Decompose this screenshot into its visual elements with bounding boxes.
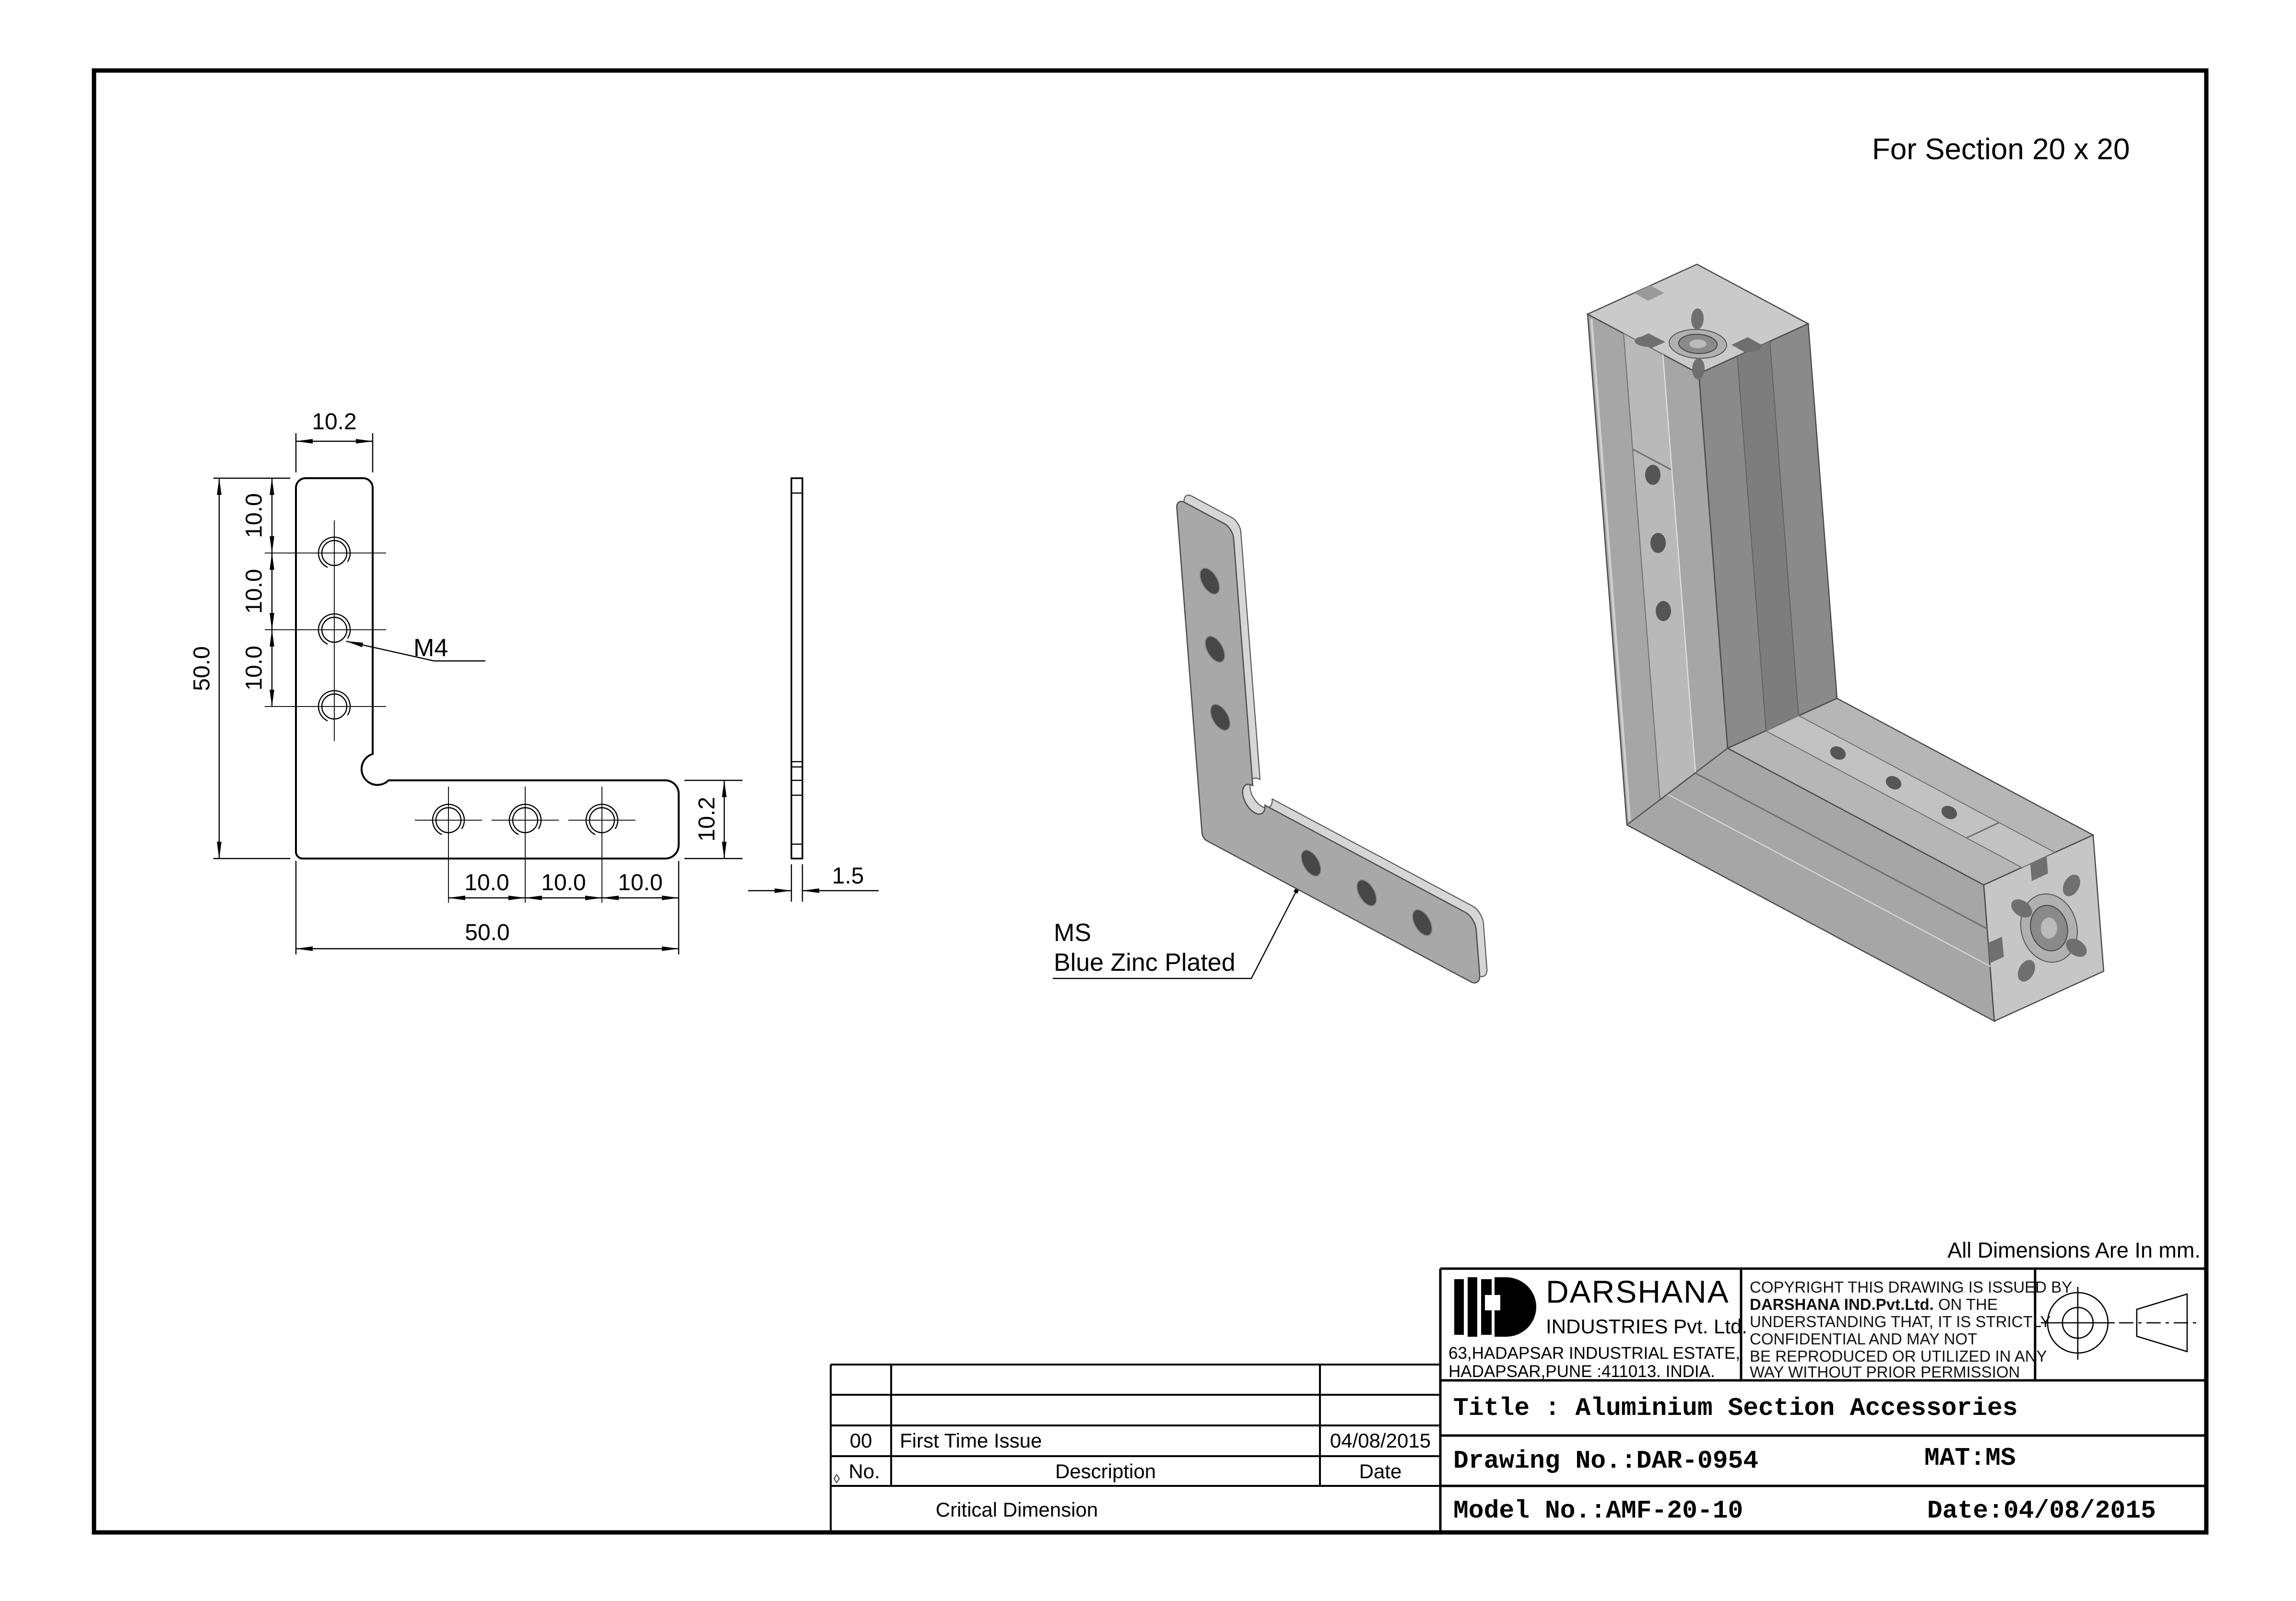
dimension-label: 10.2	[312, 409, 356, 435]
bracket-3d-view	[1175, 487, 1489, 991]
extrusion-end-profile	[1988, 856, 2087, 982]
svg-text:UNDERSTANDING THAT, IT IS STRI: UNDERSTANDING THAT, IT IS STRICTLY	[1750, 1313, 2051, 1330]
dimension-label: 50.0	[189, 646, 215, 691]
dimension-label: 10.0	[541, 870, 586, 895]
svg-text:CONFIDENTIAL AND MAY NOT: CONFIDENTIAL AND MAY NOT	[1750, 1330, 1977, 1348]
material-note-line1: MS	[1054, 919, 1091, 947]
front-view: 10.2 50.0 10.0 10.0 10.0 M4 10.2 10.0 10…	[189, 409, 742, 954]
units-note: All Dimensions Are In mm.	[1947, 1238, 2201, 1262]
company-address-line1: 63,HADAPSAR INDUSTRIAL ESTATE,	[1448, 1344, 1740, 1363]
dimension-label: 10.0	[242, 569, 267, 613]
revision-header-description: Description	[1055, 1460, 1156, 1483]
bracket-outline	[295, 477, 680, 859]
critical-dimension-note: Critical Dimension	[936, 1498, 1098, 1521]
date-field: Date:04/08/2015	[1927, 1496, 2156, 1525]
dimension-label: 10.0	[242, 493, 267, 538]
bracket-3d-holes	[1199, 564, 1433, 940]
thread-label: M4	[413, 634, 448, 662]
dimension-label: 10.0	[464, 870, 509, 895]
svg-text:DARSHANA IND.Pvt.Ltd. ON THE: DARSHANA IND.Pvt.Ltd. ON THE	[1750, 1295, 1998, 1313]
copyright-note: COPYRIGHT THIS DRAWING IS ISSUED BY DARS…	[1750, 1278, 2072, 1381]
bracket-3d-front-face	[1176, 498, 1481, 987]
projection-symbol	[2041, 1287, 2201, 1360]
company-address-line2: HADAPSAR,PUNE :411013. INDIA.	[1448, 1362, 1715, 1381]
dimension-label: 10.2	[695, 797, 720, 841]
model-number: Model No.:AMF-20-10	[1453, 1496, 1743, 1525]
material-note-line2: Blue Zinc Plated	[1054, 949, 1236, 977]
dimension-label: 10.0	[242, 646, 267, 690]
company-logo	[1454, 1277, 1536, 1337]
svg-text:BE REPRODUCED OR UTILIZED IN A: BE REPRODUCED OR UTILIZED IN ANY	[1750, 1347, 2047, 1365]
dimension-label: 1.5	[832, 863, 864, 889]
dimension-label: 50.0	[465, 920, 509, 945]
extrusion-top-profile	[1634, 285, 1762, 379]
sheet-border	[92, 68, 2209, 1535]
svg-text:COPYRIGHT THIS DRAWING IS ISSU: COPYRIGHT THIS DRAWING IS ISSUED BY	[1750, 1278, 2072, 1296]
revision-table: 00 First Time Issue 04/08/2015 ◊ No. Des…	[830, 1364, 1440, 1533]
material-field: MAT:MS	[1924, 1444, 2016, 1472]
material-note: MS Blue Zinc Plated	[1053, 877, 1304, 979]
svg-text:WAY WITHOUT PRIOR PERMISSION: WAY WITHOUT PRIOR PERMISSION	[1750, 1363, 2020, 1381]
extrusion-3d-view	[1586, 263, 2105, 1023]
tapped-holes-horizontal	[415, 787, 636, 903]
revision-description: First Time Issue	[900, 1429, 1042, 1452]
section-note: For Section 20 x 20	[1872, 133, 2130, 166]
revision-header-date: Date	[1359, 1460, 1402, 1483]
title-block: DARSHANA INDUSTRIES Pvt. Ltd. 63,HADAPSA…	[1439, 1267, 2206, 1533]
side-view: 1.5	[748, 477, 879, 902]
dimension-label: 10.0	[618, 870, 662, 895]
company-name: DARSHANA	[1546, 1274, 1730, 1309]
drawing-number: Drawing No.:DAR-0954	[1453, 1447, 1758, 1475]
diamond-symbol: ◊	[834, 1472, 840, 1486]
revision-header-no: No.	[848, 1460, 880, 1483]
revision-number: 00	[850, 1429, 872, 1452]
company-subtitle: INDUSTRIES Pvt. Ltd.	[1546, 1315, 1747, 1338]
tapped-holes-vertical	[265, 520, 386, 741]
revision-date: 04/08/2015	[1330, 1429, 1431, 1452]
drawing-title: Title : Aluminium Section Accessories	[1453, 1394, 2018, 1423]
